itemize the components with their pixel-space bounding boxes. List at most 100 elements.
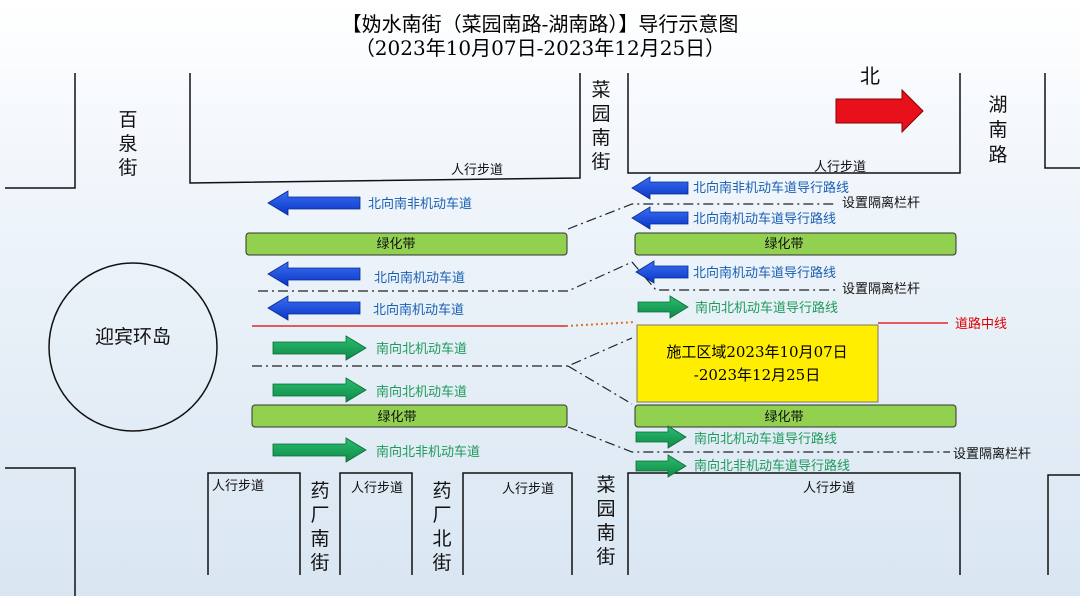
green-belt-label: 绿化带 bbox=[377, 410, 416, 425]
guide-label: 南向北非机动车道导行路线 bbox=[694, 458, 850, 474]
green-belt-label: 绿化带 bbox=[376, 237, 415, 252]
street-char: 园 bbox=[596, 498, 615, 520]
lane-label: 南向北非机动车道 bbox=[376, 444, 480, 460]
green-arrow-icon bbox=[637, 295, 689, 319]
street-char: 街 bbox=[310, 552, 329, 574]
curb bbox=[5, 73, 76, 189]
blue-arrow-icon bbox=[631, 206, 689, 230]
curb bbox=[5, 467, 76, 596]
green-belt-label: 绿化带 bbox=[764, 410, 803, 425]
street-char: 街 bbox=[596, 546, 615, 568]
green-belt: 绿化带 bbox=[634, 404, 957, 428]
street-hunan: 湖 南 路 bbox=[988, 94, 1007, 166]
green-arrow-icon bbox=[635, 454, 687, 478]
west-lane-sb-motor-1: 南向北机动车道 bbox=[272, 335, 467, 361]
street-char: 菜 bbox=[591, 79, 610, 101]
curb bbox=[1047, 474, 1080, 575]
title-line-2: （2023年10月07日-2023年12月25日） bbox=[355, 36, 725, 60]
construction-label-1: 施工区域2023年10月07日 bbox=[666, 343, 847, 361]
green-belt: 绿化带 bbox=[634, 232, 957, 256]
centerline-label: 道路中线 bbox=[955, 316, 1007, 332]
street-char: 街 bbox=[118, 157, 137, 179]
street-char: 园 bbox=[591, 103, 610, 125]
street-char: 街 bbox=[591, 151, 610, 173]
street-char: 湖 bbox=[988, 94, 1007, 116]
east-guide-nb-motor-2: 北向南机动车道导行路线 bbox=[635, 260, 836, 284]
blue-arrow-icon bbox=[631, 176, 689, 200]
barrier-line bbox=[567, 203, 836, 230]
street-caiyuan-south: 菜 园 南 街 bbox=[596, 474, 615, 568]
lane-label: 北向南机动车道 bbox=[373, 302, 464, 318]
lane-divider bbox=[258, 261, 633, 292]
road-curbs bbox=[5, 73, 1080, 596]
curb bbox=[1044, 73, 1080, 169]
blue-arrow-icon bbox=[267, 261, 361, 287]
guide-label: 南向北机动车道导行路线 bbox=[695, 300, 838, 316]
blue-arrow-icon bbox=[267, 190, 361, 216]
green-belt-shape bbox=[634, 232, 957, 256]
west-lane-nb-motor-2: 北向南机动车道 bbox=[267, 295, 464, 321]
barrier-label: 设置隔离栏杆 bbox=[842, 281, 920, 297]
east-guide-nb-nonmotor: 北向南非机动车道导行路线 bbox=[631, 176, 849, 200]
west-lane-nb-nonmotor: 北向南非机动车道 bbox=[267, 190, 472, 216]
guide-label: 北向南非机动车道导行路线 bbox=[693, 180, 849, 196]
curb bbox=[189, 73, 581, 184]
east-guide-sb-motor-1: 南向北机动车道导行路线 bbox=[637, 295, 838, 319]
street-char: 南 bbox=[596, 522, 615, 544]
barrier-lines bbox=[252, 203, 950, 453]
construction-zone-box bbox=[636, 324, 879, 403]
roundabout bbox=[48, 262, 218, 432]
street-char: 南 bbox=[310, 528, 329, 550]
street-char: 菜 bbox=[596, 474, 615, 496]
blue-arrow-icon bbox=[267, 295, 361, 321]
title-line-1: 【妫水南街（菜园南路-湖南路）】导行示意图 bbox=[342, 12, 739, 36]
sidewalk-label: 人行步道 bbox=[814, 160, 866, 175]
lane-label: 南向北机动车道 bbox=[376, 341, 467, 357]
green-belt-shape bbox=[634, 404, 957, 428]
guide-label: 北向南机动车道导行路线 bbox=[693, 265, 836, 281]
green-belt: 绿化带 bbox=[251, 404, 568, 428]
construction-zone: 施工区域2023年10月07日 -2023年12月25日 bbox=[636, 324, 879, 403]
north-label: 北 bbox=[860, 64, 880, 88]
lane-label: 北向南非机动车道 bbox=[368, 196, 472, 212]
construction-label-2: -2023年12月25日 bbox=[694, 366, 820, 384]
green-belt-label: 绿化带 bbox=[764, 237, 803, 252]
curb bbox=[627, 472, 961, 575]
east-guide-nb-motor-1: 北向南机动车道导行路线 bbox=[631, 206, 836, 230]
green-arrow-icon bbox=[272, 437, 367, 463]
barrier-label: 设置隔离栏杆 bbox=[842, 195, 920, 211]
street-baiquan: 百 泉 街 bbox=[118, 109, 137, 179]
green-belt-shape bbox=[245, 232, 568, 256]
curb bbox=[339, 472, 413, 575]
lane-label: 南向北机动车道 bbox=[376, 384, 467, 400]
west-lane-sb-nonmotor: 南向北非机动车道 bbox=[272, 437, 480, 463]
roundabout-label: 迎宾环岛 bbox=[95, 326, 171, 348]
east-guide-sb-nonmotor: 南向北非机动车道导行路线 bbox=[635, 454, 850, 478]
curb bbox=[462, 472, 573, 575]
barrier-line bbox=[567, 426, 950, 453]
street-char: 厂 bbox=[432, 504, 451, 526]
street-char: 南 bbox=[988, 119, 1007, 141]
green-belt: 绿化带 bbox=[245, 232, 568, 256]
lane-divider bbox=[567, 365, 633, 405]
green-arrow-icon bbox=[635, 425, 687, 449]
sidewalk-label: 人行步道 bbox=[803, 481, 855, 496]
street-char: 路 bbox=[988, 144, 1007, 166]
street-yaochang-bei: 药 厂 北 街 bbox=[432, 480, 451, 574]
east-guide-sb-motor-2: 南向北机动车道导行路线 bbox=[635, 425, 837, 449]
guide-label: 南向北机动车道导行路线 bbox=[694, 431, 837, 447]
barrier-label: 设置隔离栏杆 bbox=[953, 446, 1031, 462]
street-char: 北 bbox=[432, 528, 451, 550]
lane-label: 北向南机动车道 bbox=[374, 270, 465, 286]
west-lane-nb-motor-1: 北向南机动车道 bbox=[267, 261, 465, 287]
sidewalk-label: 人行步道 bbox=[212, 479, 264, 494]
street-char: 药 bbox=[432, 480, 451, 502]
guide-label: 北向南机动车道导行路线 bbox=[693, 211, 836, 227]
west-lane-sb-motor-2: 南向北机动车道 bbox=[272, 377, 467, 403]
street-char: 泉 bbox=[118, 133, 137, 155]
street-char: 厂 bbox=[310, 504, 329, 526]
green-arrow-icon bbox=[272, 377, 367, 403]
street-yaochang-nan: 药 厂 南 街 bbox=[310, 480, 329, 574]
street-char: 街 bbox=[432, 552, 451, 574]
